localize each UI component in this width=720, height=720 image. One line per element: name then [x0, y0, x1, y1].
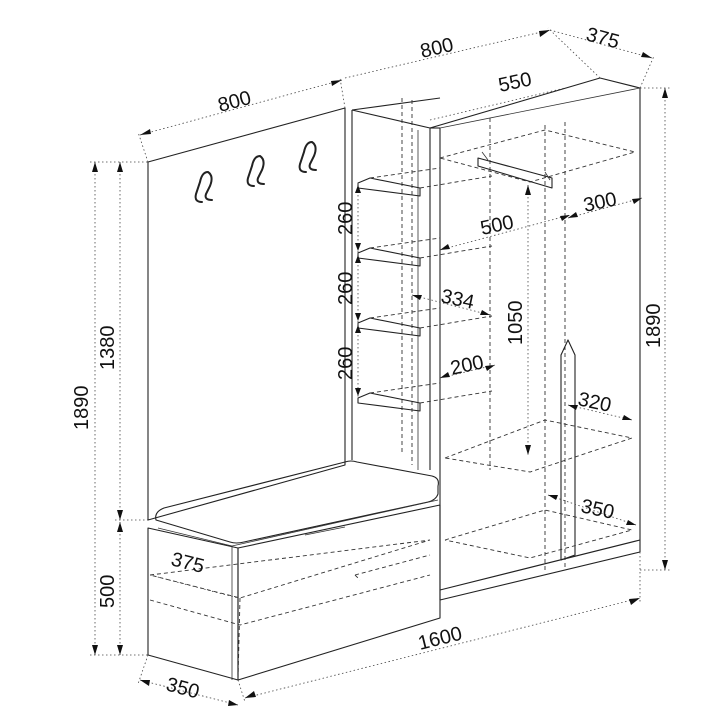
hook-icon [298, 141, 317, 173]
dimension-labels: 800 800 375 550 260 260 260 300 500 334 … [71, 24, 665, 704]
hook-icon [194, 171, 213, 203]
dim-label-hanging-1050: 1050 [505, 301, 527, 346]
hanging-rail [477, 151, 553, 189]
dim-label-shelf-depth-334: 334 [439, 285, 476, 313]
dim-label-bench-500: 500 [97, 575, 119, 608]
hallway-back-panel [147, 107, 346, 521]
dim-label-top-left-800: 800 [216, 87, 254, 117]
shelf-4 [357, 382, 493, 412]
dim-label-top-depth-375: 375 [584, 24, 622, 54]
dim-label-shelf-350: 350 [579, 495, 616, 523]
dim-label-bench-375: 375 [169, 549, 207, 578]
dim-label-total-1600: 1600 [416, 623, 465, 655]
dim-label-right-1890: 1890 [643, 304, 665, 349]
dim-label-rail-depth-550: 550 [496, 68, 533, 96]
dim-label-shelf-spacing-3: 260 [335, 347, 357, 380]
dim-label-panel-1380: 1380 [97, 326, 119, 371]
coat-hooks [194, 141, 317, 203]
dim-label-rail-500: 500 [478, 211, 515, 239]
dim-label-shelf-spacing-2: 260 [335, 272, 357, 305]
bench-cushion [155, 460, 439, 547]
dim-label-left-1890: 1890 [71, 386, 93, 431]
open-shelf-unit [351, 97, 493, 470]
hook-icon [246, 155, 265, 187]
dim-label-base-350: 350 [164, 674, 202, 704]
dim-label-shelf-320: 320 [576, 388, 613, 416]
dim-label-shelf-200: 200 [448, 351, 485, 379]
dim-label-top-right-800: 800 [418, 34, 455, 63]
dim-label-shelf-spacing-1: 260 [335, 202, 357, 235]
shelf-2 [357, 237, 493, 267]
dimension-lines [90, 27, 670, 706]
shelf-1 [357, 167, 493, 197]
door-handle [560, 339, 576, 561]
dim-label-shelf-width-300: 300 [581, 188, 618, 216]
bench-cabinet [147, 460, 441, 681]
wardrobe-unit [429, 77, 641, 601]
